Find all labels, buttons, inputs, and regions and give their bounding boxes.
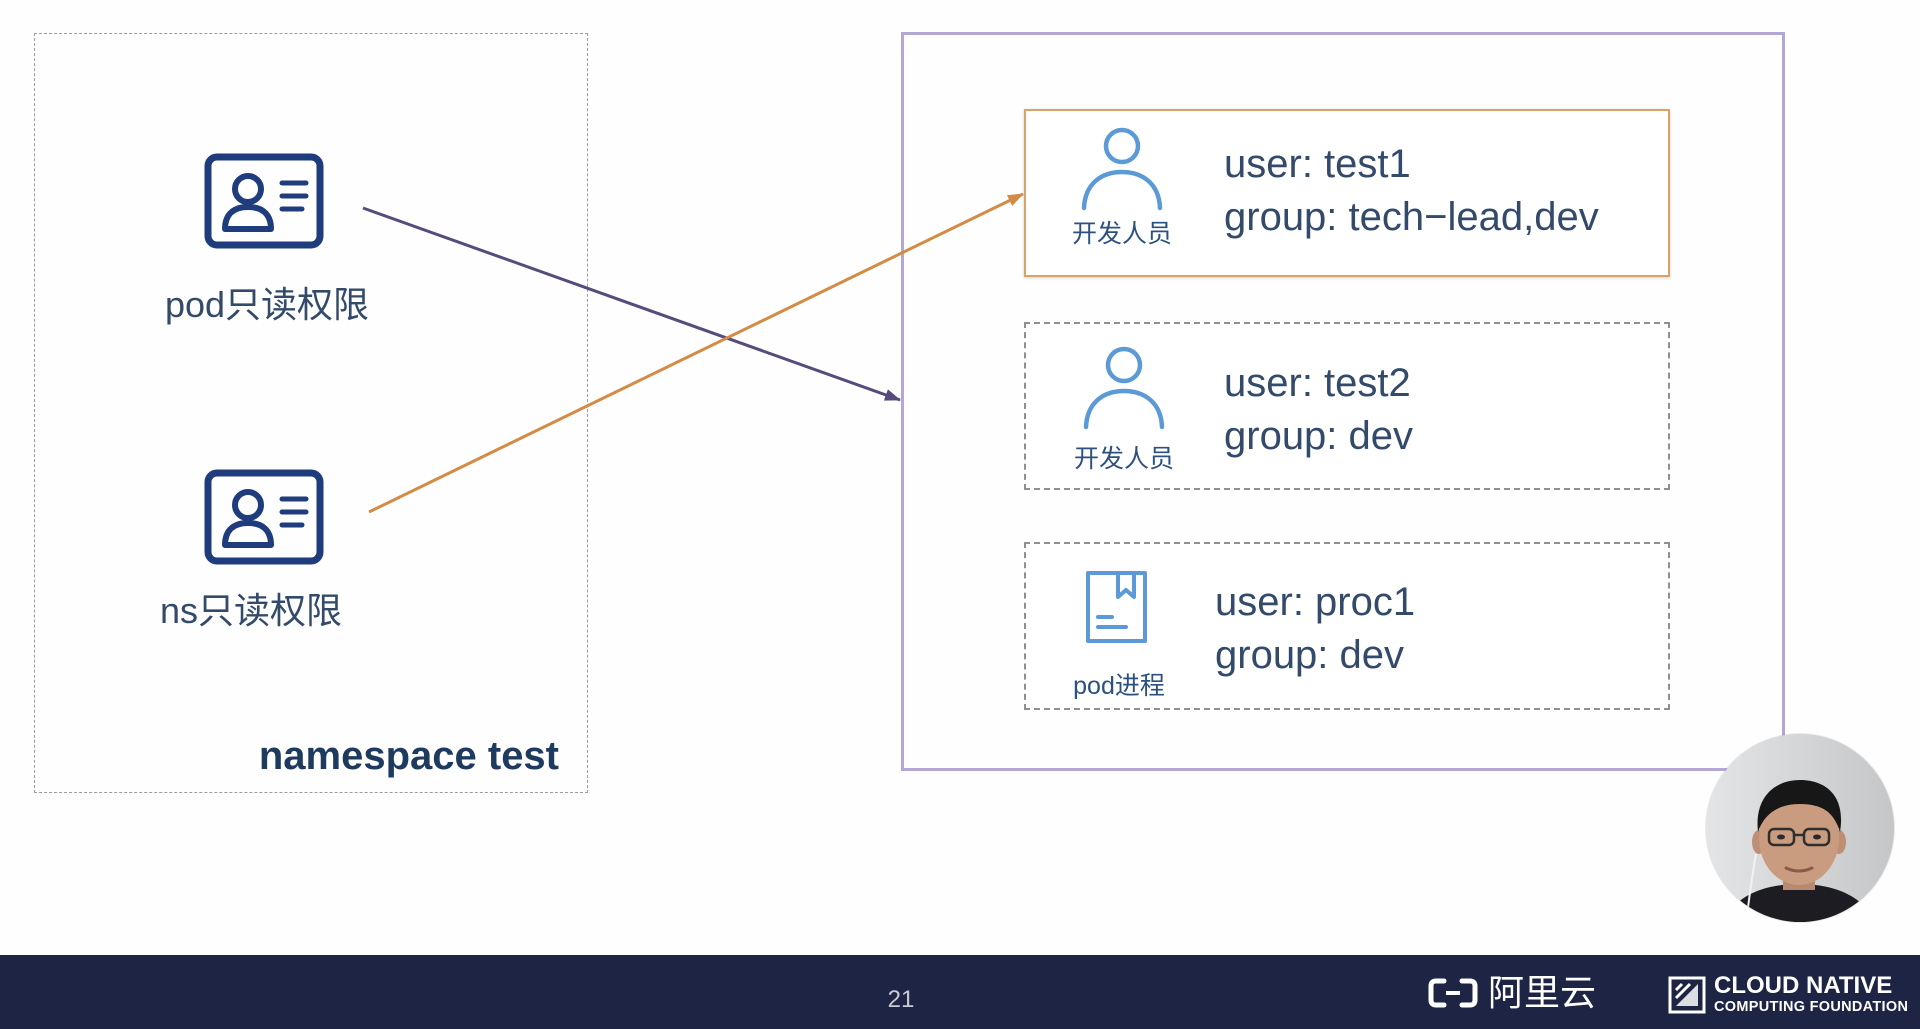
role-label: pod只读权限 [164,284,370,325]
person-icon [1083,346,1165,430]
document-icon [1086,571,1147,643]
subjects-group-box: 开发人员 user: test1 group: tech−lead,dev 开发… [901,32,1785,771]
cncf-logo: CLOUD NATIVE COMPUTING FOUNDATION [1668,973,1913,1017]
person-icon [1081,127,1163,211]
subject-kind-label: pod进程 [1073,672,1165,700]
subject-card-proc1: pod进程 user: proc1 group: dev [1024,542,1670,710]
subject-card-test1: 开发人员 user: test1 group: tech−lead,dev [1024,109,1670,277]
id-card-icon [204,153,324,249]
subject-group: group: dev [1224,414,1414,458]
namespace-title: namespace test [258,734,559,778]
alibaba-cloud-bracket-icon [1428,978,1478,1008]
role-pod-readonly: pod只读权限 [131,153,403,333]
alibaba-cloud-wordmark: 阿里云 [1488,972,1597,1013]
subject-user: user: test1 [1224,142,1411,186]
page-number: 21 [887,986,915,1013]
id-card-icon [204,469,324,565]
cncf-wordmark: CLOUD NATIVE COMPUTING FOUNDATION [1714,973,1908,1016]
namespace-box: pod只读权限 ns只读权限 namespace test [34,33,588,793]
cncf-icon [1668,976,1706,1014]
presenter-webcam [1706,734,1894,922]
role-label: ns只读权限 [159,590,343,631]
cncf-line-1: CLOUD NATIVE [1714,972,1893,999]
subject-kind-label: 开发人员 [1071,220,1172,248]
cncf-line-2: COMPUTING FOUNDATION [1714,999,1909,1015]
role-ns-readonly: ns只读权限 [116,469,388,649]
alibaba-cloud-logo: 阿里云 [1427,973,1617,1013]
presenter-image [1706,734,1894,922]
subject-user: user: test2 [1224,361,1411,405]
subject-kind-label: 开发人员 [1073,445,1174,473]
footer-bar: 21 阿里云 CLOUD NATIVE COMPUTING FOUNDATION [0,955,1920,1029]
subject-group: group: tech−lead,dev [1224,195,1599,239]
subject-user: user: proc1 [1215,580,1416,624]
subject-card-test2: 开发人员 user: test2 group: dev [1024,322,1670,490]
subject-group: group: dev [1215,633,1405,677]
